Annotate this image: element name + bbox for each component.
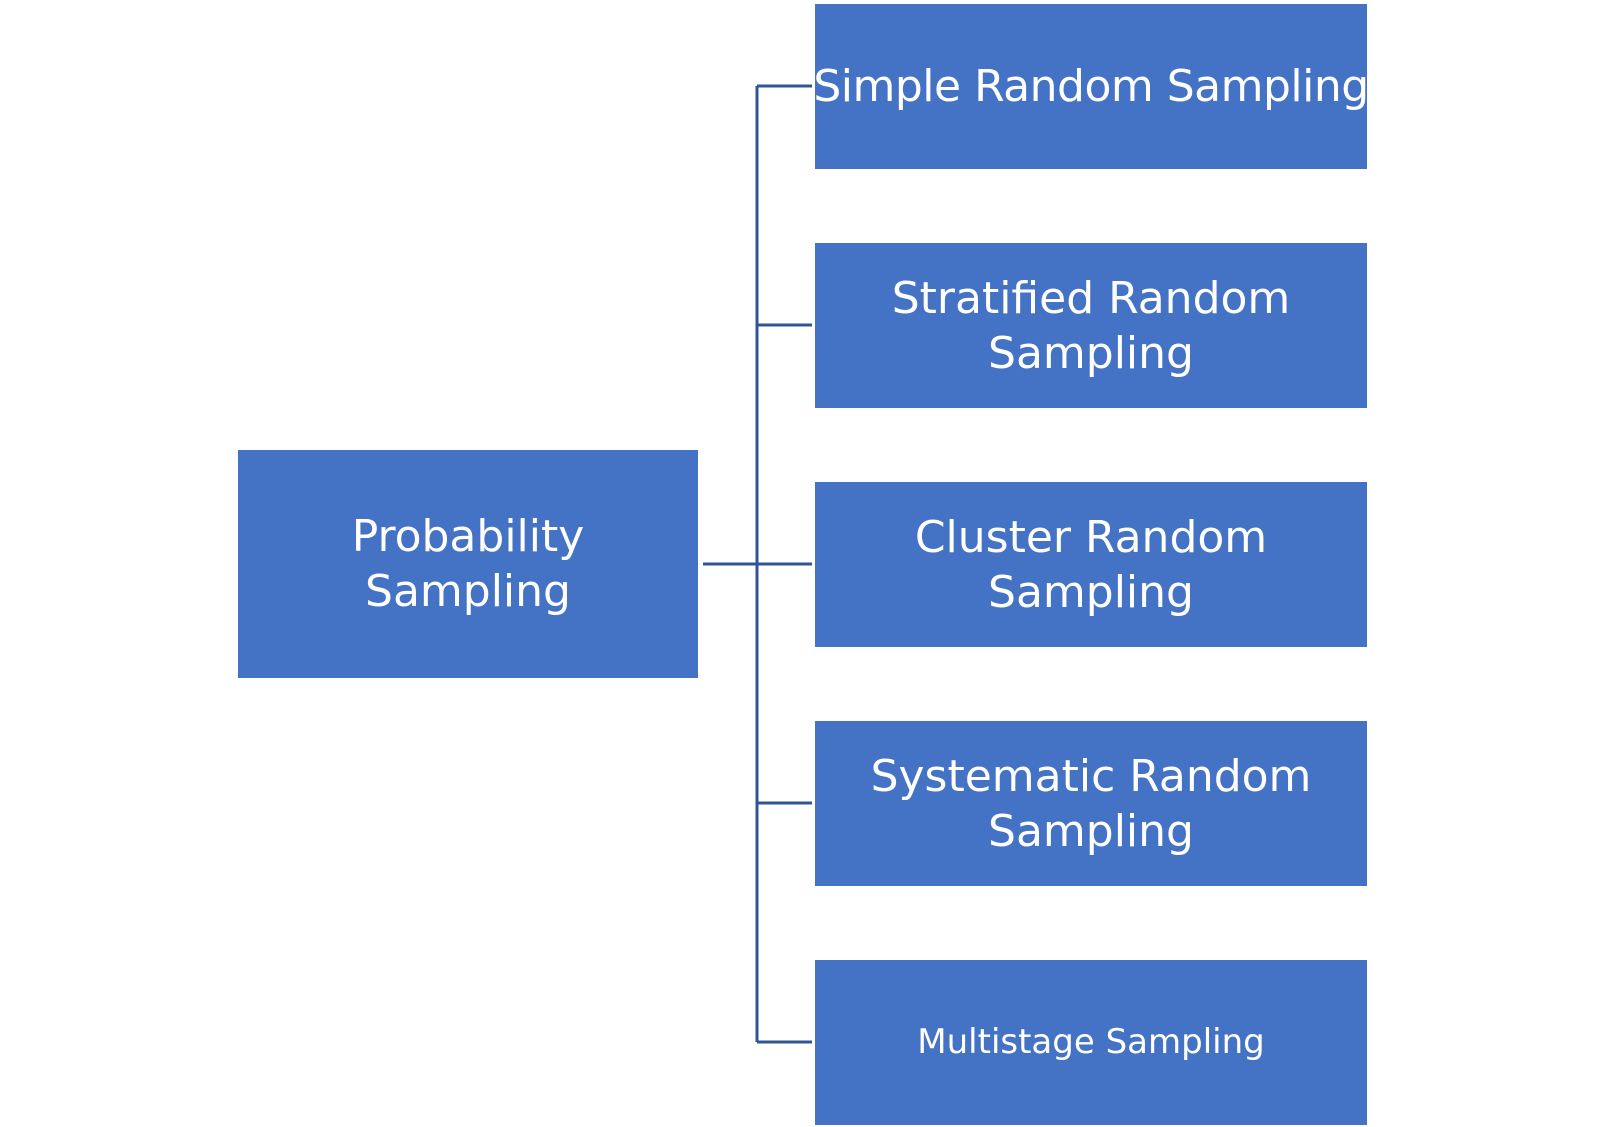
child-node-label: Cluster Random Sampling: [914, 511, 1268, 618]
child-node-label: Multistage Sampling: [917, 1022, 1265, 1063]
child-node-systematic-random-sampling: Systematic Random Sampling: [815, 721, 1367, 886]
child-node-label: Systematic Random Sampling: [870, 750, 1312, 857]
root-node-label: Probability Sampling: [351, 511, 585, 617]
child-node-label: Simple Random Sampling: [813, 61, 1369, 112]
root-node-probability-sampling: Probability Sampling: [238, 450, 698, 678]
child-node-label: Stratified Random Sampling: [891, 272, 1291, 379]
child-node-cluster-random-sampling: Cluster Random Sampling: [815, 482, 1367, 647]
child-node-stratified-random-sampling: Stratified Random Sampling: [815, 243, 1367, 408]
child-node-simple-random-sampling: Simple Random Sampling: [813, 4, 1369, 169]
child-node-multistage-sampling: Multistage Sampling: [815, 960, 1367, 1125]
